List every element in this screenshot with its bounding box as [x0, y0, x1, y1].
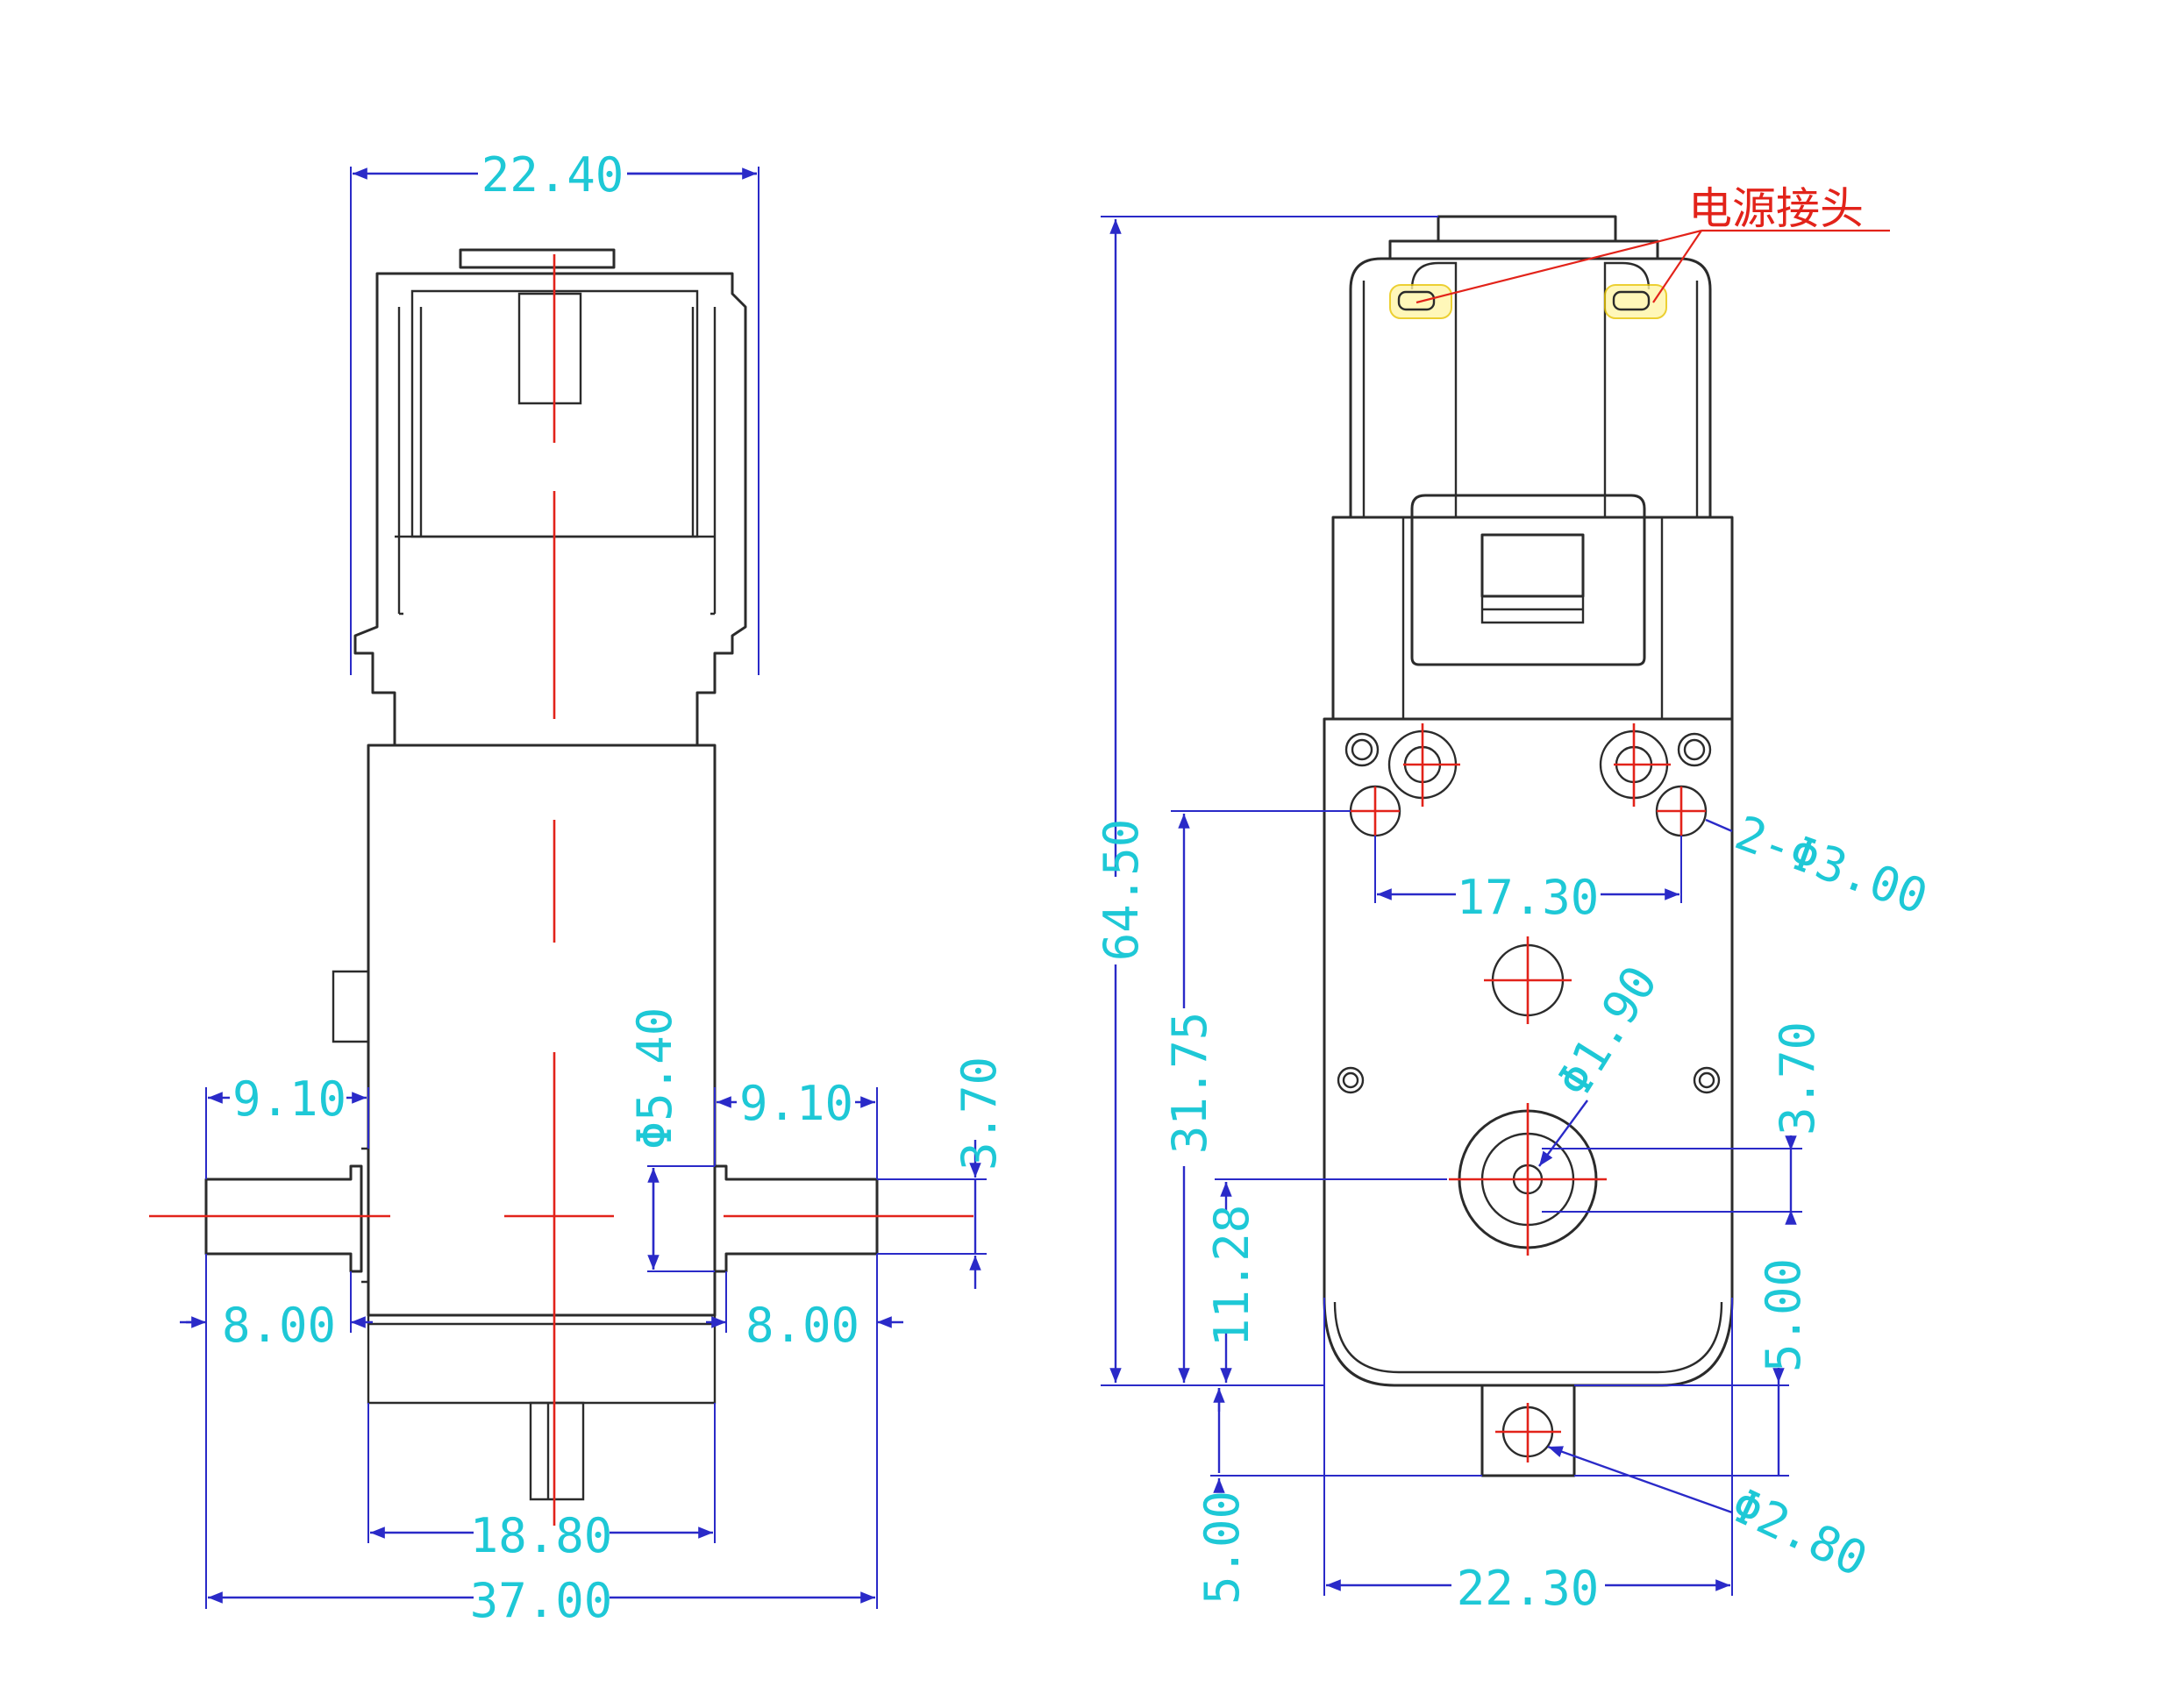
dim-right-offset: 8.00 — [745, 1298, 859, 1353]
front-latch — [1480, 533, 1585, 598]
dim-body-width: 18.80 — [470, 1508, 613, 1563]
dim-hole-height: 31.75 — [1162, 1012, 1217, 1155]
side-right-shaft — [713, 1164, 879, 1273]
side-top-cap — [459, 248, 616, 269]
dim-hole-spacing: 17.30 — [1457, 870, 1600, 925]
dim-shaft-diameter: Φ5.40 — [627, 1007, 682, 1150]
dim-tab-height: 5.00 — [1194, 1491, 1250, 1605]
dim-front-width: 22.30 — [1457, 1561, 1600, 1616]
dim-center-height: 11.28 — [1204, 1205, 1259, 1348]
side-view — [149, 248, 973, 1526]
side-tab — [517, 292, 582, 405]
side-upper-frame — [353, 272, 747, 747]
dim-right-shaft: 9.10 — [739, 1076, 853, 1131]
front-dimensions: 64.50 17.30 2-Φ3.00 31.75 11.28 Φ1.90 3.… — [1094, 216, 1935, 1616]
front-top-cap — [1437, 215, 1617, 243]
dim-overall-height: 64.50 — [1094, 819, 1149, 962]
dim-left-shaft: 9.10 — [232, 1071, 346, 1127]
side-dimensions: 22.40 9.10 9.10 3.70 Φ5.40 8.00 8.0 — [180, 147, 1007, 1628]
dim-left-offset: 8.00 — [222, 1298, 336, 1353]
dim-output-hole: Φ1.90 — [1546, 957, 1669, 1107]
front-motor-housing — [1349, 257, 1712, 517]
dim-shaft-height: 3.70 — [952, 1057, 1007, 1171]
dim-mount-holes: 2-Φ3.00 — [1729, 805, 1935, 925]
front-connector-block — [1331, 516, 1734, 721]
dim-overall-width: 37.00 — [470, 1573, 613, 1628]
front-view — [1323, 215, 1734, 1477]
dim-tab-hole: Φ2.80 — [1723, 1477, 1876, 1588]
power-connector-callout: 电源接头 — [1416, 183, 1890, 304]
dim-output-height: 3.70 — [1770, 1021, 1825, 1135]
dim-top-width: 22.40 — [481, 147, 624, 203]
front-gearbox-face — [1323, 717, 1734, 1387]
dim-base-height: 5.00 — [1756, 1258, 1811, 1372]
side-left-shaft — [204, 1164, 363, 1273]
power-connector-label: 电源接头 — [1688, 183, 1864, 234]
